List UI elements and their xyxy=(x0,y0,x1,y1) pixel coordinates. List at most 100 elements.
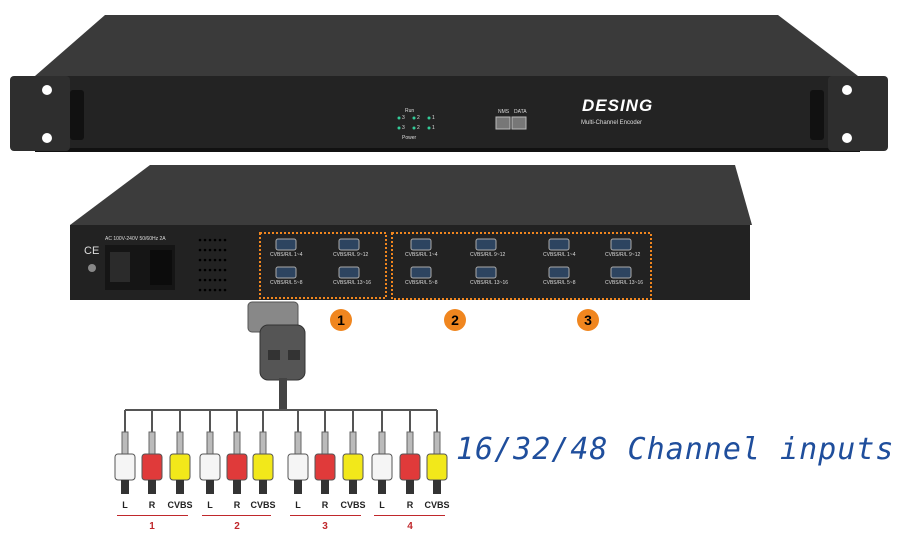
port-label: CVBS/R/L 1~4 xyxy=(543,252,576,258)
rca-cable xyxy=(176,480,184,494)
headline: 16/32/48 Channel inputs xyxy=(456,432,895,467)
led-indicator xyxy=(412,116,416,120)
vga-port xyxy=(275,266,297,279)
mount-hole xyxy=(842,133,852,143)
vent-hole xyxy=(213,258,217,262)
data-port xyxy=(511,116,527,130)
badge-2: 2 xyxy=(444,309,466,331)
mount-hole xyxy=(42,133,52,143)
vga-port xyxy=(548,238,570,251)
rca-cable xyxy=(259,480,267,494)
rca-plug-cvbs xyxy=(342,453,364,481)
led-label: 2 xyxy=(417,125,420,131)
port-group-2-3-box xyxy=(391,232,652,300)
connector-detail xyxy=(268,350,280,360)
vent-hole xyxy=(198,238,202,242)
model-label: Multi-Channel Encoder xyxy=(581,120,643,126)
rca-plug-l xyxy=(114,453,136,481)
rca-cable xyxy=(406,480,414,494)
vent-hole xyxy=(223,248,227,252)
rca-tip xyxy=(259,431,267,455)
vga-port xyxy=(475,266,497,279)
vent-hole xyxy=(213,268,217,272)
rca-cable xyxy=(378,480,386,494)
vent-hole xyxy=(198,278,202,282)
rca-cable xyxy=(121,480,129,494)
led-label: 1 xyxy=(432,115,435,121)
vent-hole xyxy=(218,288,222,292)
rca-tip xyxy=(406,431,414,455)
vent-hole xyxy=(213,248,217,252)
vent-hole xyxy=(208,288,212,292)
rear-panel xyxy=(70,225,750,300)
rca-cable xyxy=(321,480,329,494)
rca-tip xyxy=(148,431,156,455)
group-underline xyxy=(117,515,188,516)
plug-label: R xyxy=(321,500,329,510)
plug-label: R xyxy=(148,500,156,510)
data-label: DATA xyxy=(514,109,527,115)
port-group-1-box xyxy=(259,232,387,299)
rear-unit-top xyxy=(70,165,752,225)
plug-label: CVBS xyxy=(424,500,450,510)
rca-plug-cvbs xyxy=(169,453,191,481)
vent-hole xyxy=(213,278,217,282)
front-unit-top xyxy=(35,15,858,76)
plug-label: CVBS xyxy=(250,500,276,510)
vent-hole xyxy=(203,258,207,262)
port-label: CVBS/R/L 9~12 xyxy=(605,252,641,258)
plug-label: L xyxy=(122,500,128,510)
mount-hole xyxy=(842,85,852,95)
ground-terminal xyxy=(88,264,96,272)
rca-plug-r xyxy=(141,453,163,481)
plug-label: CVBS xyxy=(167,500,193,510)
run-label: Run xyxy=(405,108,415,114)
rca-cable xyxy=(433,480,441,494)
nms-label: NMS xyxy=(498,109,510,115)
vga-port xyxy=(410,238,432,251)
vent-hole xyxy=(213,238,217,242)
vent-hole xyxy=(223,258,227,262)
vent-hole xyxy=(208,248,212,252)
vga-port xyxy=(338,238,360,251)
vent-hole xyxy=(223,288,227,292)
vga-port xyxy=(610,238,632,251)
plug-label: L xyxy=(207,500,213,510)
vent-hole xyxy=(218,258,222,262)
led-indicator xyxy=(427,116,431,120)
vga-port xyxy=(338,266,360,279)
led-indicator xyxy=(397,126,401,130)
group-number: 4 xyxy=(407,521,413,532)
group-number: 1 xyxy=(149,521,155,532)
vent-hole xyxy=(203,268,207,272)
vent-hole xyxy=(218,248,222,252)
port-label: CVBS/R/L 9~12 xyxy=(333,252,369,258)
group-underline xyxy=(290,515,361,516)
vent-hole xyxy=(203,278,207,282)
vga-port xyxy=(410,266,432,279)
brand-logo: DESING xyxy=(582,96,654,115)
led-label: 3 xyxy=(402,125,405,131)
port-label: CVBS/R/L 1~4 xyxy=(405,252,438,258)
rca-plug-r xyxy=(399,453,421,481)
vent-hole xyxy=(218,238,222,242)
front-panel xyxy=(35,76,860,151)
plug-label: R xyxy=(406,500,414,510)
plug-label: R xyxy=(233,500,241,510)
port-label: CVBS/R/L 13~16 xyxy=(333,280,372,286)
port-label: CVBS/R/L 13~16 xyxy=(605,280,644,286)
vent-hole xyxy=(203,238,207,242)
vent-hole xyxy=(208,258,212,262)
rca-plug-l xyxy=(371,453,393,481)
rca-cable xyxy=(206,480,214,494)
group-number: 3 xyxy=(322,521,328,532)
led-indicator xyxy=(427,126,431,130)
connector-detail xyxy=(288,350,300,360)
rca-plug-r xyxy=(226,453,248,481)
group-underline xyxy=(374,515,445,516)
port-label: CVBS/R/L 5~8 xyxy=(543,280,576,286)
rca-tip xyxy=(176,431,184,455)
rca-tip xyxy=(321,431,329,455)
